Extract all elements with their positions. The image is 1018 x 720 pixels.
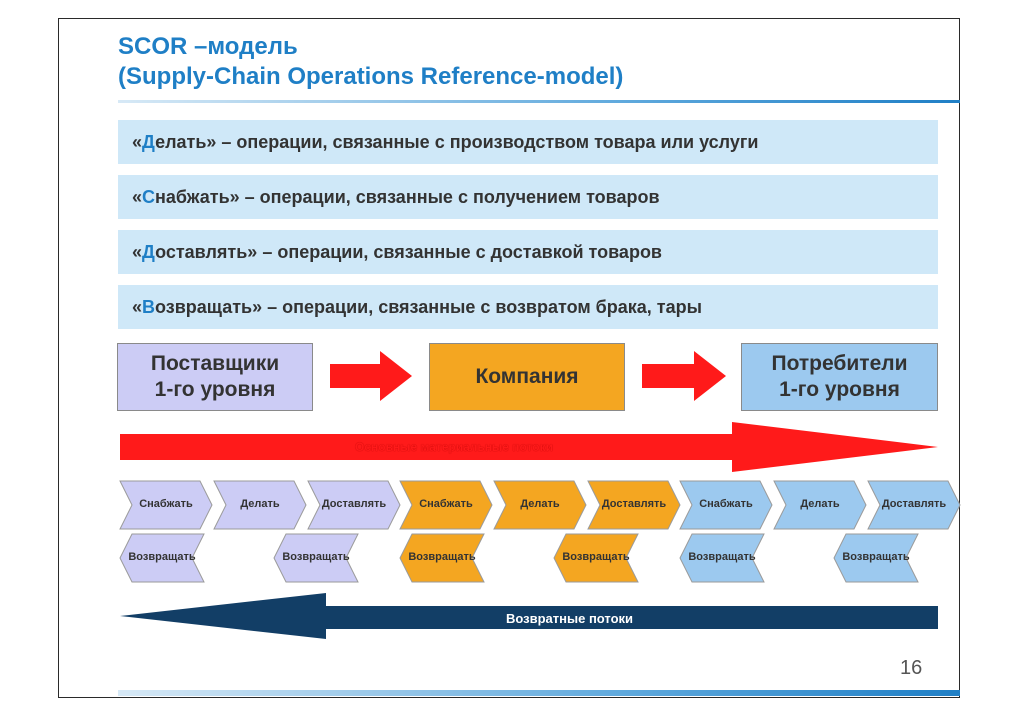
chevron-make-1-shape — [213, 480, 307, 530]
quote-open: « — [132, 297, 143, 317]
chevron-deliver-3-shape — [867, 480, 961, 530]
return-left-2-shape — [399, 533, 485, 583]
return-flow-shape — [120, 593, 938, 639]
definition-return: «Возвращать» – операции, связанные с воз… — [118, 285, 938, 329]
return-label: Возвращать — [688, 551, 756, 563]
return-flow-arrow — [120, 593, 938, 639]
definition-initial: Д — [142, 132, 156, 152]
return-right-2-shape — [553, 533, 639, 583]
material-flow-label: Основные материальные потоки — [355, 440, 554, 454]
chevron-supply-2 — [399, 480, 493, 530]
chevron-deliver-label: Доставлять — [321, 498, 387, 510]
return-flow-label: Возвратные потоки — [506, 611, 634, 626]
chevron-make-3 — [773, 480, 867, 530]
return-right-1-shape — [273, 533, 359, 583]
definition-text: оставлять» – операции, связанные с доста… — [155, 242, 662, 262]
return-right-2 — [553, 533, 639, 583]
bottom-divider — [118, 690, 960, 696]
chevron-make-label: Делать — [240, 498, 280, 510]
company-box: Компания — [429, 343, 625, 411]
chevron-make-2-shape — [493, 480, 587, 530]
return-left-1-shape — [119, 533, 205, 583]
return-label: Возвращать — [842, 551, 910, 563]
title-line-1: SCOR –модель — [118, 33, 298, 60]
chevron-supply-label: Снабжать — [419, 498, 473, 510]
return-left-2 — [399, 533, 485, 583]
suppliers-line-2: 1-го уровня — [154, 378, 276, 401]
definition-initial: В — [142, 297, 156, 317]
return-label: Возвращать — [562, 551, 630, 563]
consumers-line-2: 1-го уровня — [779, 378, 900, 401]
arrow-shape — [642, 351, 726, 401]
chevron-supply-label: Снабжать — [699, 498, 753, 510]
chevron-supply-label: Снабжать — [139, 498, 193, 510]
definition-text: озвращать» – операции, связанные с возвр… — [155, 297, 702, 317]
return-left-3-shape — [679, 533, 765, 583]
chevron-deliver-label: Доставлять — [601, 498, 667, 510]
chevron-deliver-3 — [867, 480, 961, 530]
chevron-deliver-1 — [307, 480, 401, 530]
definition-initial: Д — [142, 242, 156, 262]
chevron-make-3-shape — [773, 480, 867, 530]
slide-title: SCOR –модель (Supply-Chain Operations Re… — [118, 32, 623, 92]
title-divider — [118, 100, 960, 103]
chevron-deliver-1-shape — [307, 480, 401, 530]
definition-source: «Снабжать» – операции, связанные с получ… — [118, 175, 938, 219]
definition-deliver: «Доставлять» – операции, связанные с дос… — [118, 230, 938, 274]
definition-make: «Делать» – операции, связанные с произво… — [118, 120, 938, 164]
chevron-make-label: Делать — [800, 498, 840, 510]
chevron-deliver-label: Доставлять — [881, 498, 947, 510]
definition-initial: С — [142, 187, 156, 207]
definition-text: елать» – операции, связанные с производс… — [155, 132, 759, 152]
page-number: 16 — [900, 657, 923, 679]
consumers-box: Потребители 1-го уровня — [741, 343, 938, 411]
chevron-supply-3-shape — [679, 480, 773, 530]
return-left-1 — [119, 533, 205, 583]
chevron-supply-1 — [119, 480, 213, 530]
company-label: Компания — [475, 365, 579, 388]
suppliers-line-1: Поставщики — [150, 352, 280, 375]
return-label: Возвращать — [128, 551, 196, 563]
return-left-3 — [679, 533, 765, 583]
return-right-1 — [273, 533, 359, 583]
quote-open: « — [132, 187, 143, 207]
quote-open: « — [132, 132, 143, 152]
chevron-deliver-2-shape — [587, 480, 681, 530]
chevron-deliver-2 — [587, 480, 681, 530]
material-flow-shape — [120, 422, 938, 472]
consumers-line-1: Потребители — [771, 352, 908, 375]
return-right-3-shape — [833, 533, 919, 583]
arrow-company-to-consumers — [642, 351, 726, 401]
material-flow-arrow — [120, 422, 938, 472]
arrow-suppliers-to-company — [330, 351, 412, 401]
suppliers-box: Поставщики 1-го уровня — [117, 343, 313, 411]
chevron-supply-2-shape — [399, 480, 493, 530]
chevron-supply-1-shape — [119, 480, 213, 530]
chevron-make-label: Делать — [520, 498, 560, 510]
chevron-supply-3 — [679, 480, 773, 530]
chevron-make-1 — [213, 480, 307, 530]
return-right-3 — [833, 533, 919, 583]
return-label: Возвращать — [408, 551, 476, 563]
arrow-shape — [330, 351, 412, 401]
definition-text: набжать» – операции, связанные с получен… — [155, 187, 660, 207]
title-line-2: (Supply-Chain Operations Reference-model… — [118, 63, 624, 90]
quote-open: « — [132, 242, 143, 262]
chevron-make-2 — [493, 480, 587, 530]
return-label: Возвращать — [282, 551, 350, 563]
